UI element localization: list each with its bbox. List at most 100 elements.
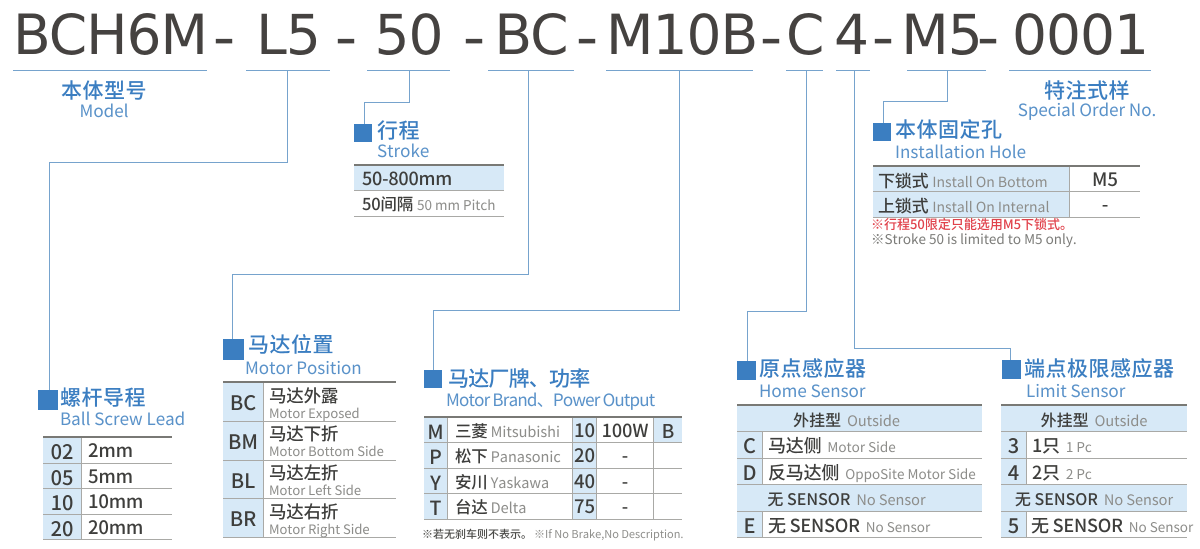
band-en: Outside [1094,409,1148,431]
code-underline-2 [367,70,450,71]
code-separator-6: - [977,0,999,64]
code-separator-text: - [976,0,1000,78]
motorpos-label-cjk: 马达位置 [248,329,334,359]
table-row: 05 5mm [43,462,172,490]
home-label-cjk: 原点感应器 [759,353,867,383]
code-segment-text: BC [494,3,568,67]
motorpos-code-cell: BL [223,460,264,499]
motorbrand-footnote-cn: ※若无刹车则不表示。 [422,526,532,542]
home-none-cjk: 无 SENSOR [768,511,860,538]
install-bottom-cjk: 下锁式 [878,166,929,192]
band-en: Outside [847,409,900,431]
connector-m5 [947,71,948,102]
limit-1pc-en: 1 Pc [1065,436,1092,457]
limit-2pc-en: 2 Pc [1065,462,1092,483]
code-underline-7 [907,70,986,71]
brand-code-cell: Y [424,469,448,494]
code-segment-text: C [786,3,824,67]
motorbrand-bullet-icon [424,370,442,388]
code-underline-4 [606,70,753,71]
home-opposite-side-code: D [737,458,763,485]
band-cjk: 外挂型 [1040,406,1089,431]
home-opposite-side-en: OppoSite Motor Side [845,462,976,483]
motorpos-desc-cjk: 马达下折 [269,421,339,447]
connector-l5 [49,162,288,163]
ballscrew-label-cjk: 螺杆导程 [60,382,146,412]
motorpos-desc-cell: 马达左折 Motor Left Side [264,461,396,499]
motorbrand-footnote-en: ※If No Brake,No Description. [534,526,684,542]
code-segment-4: M10B [606,7,758,63]
stroke-label-cjk: 行程 [377,114,420,145]
limit-label-en: Limit Sensor [1026,377,1126,402]
code-separator-4: - [760,0,782,64]
connector-m5 [883,101,884,124]
connector-bc [232,274,233,340]
band-en: No Sensor [856,489,926,511]
stroke-label-en: Stroke [377,136,430,162]
home-bullet-icon [737,361,756,380]
lead-value-cell: 5mm [88,462,133,489]
watt-cell: - [597,443,654,468]
limit-none-en: No Sensor [1128,515,1194,536]
lead-value-cell: 20mm [88,513,144,540]
install-label-en: Installation Hole [895,137,1027,163]
motorpos-desc-en: Motor Bottom Side [269,441,384,461]
connector-stroke [409,71,410,103]
table-row: BL 马达左折 Motor Left Side [223,460,396,500]
band-cjk: 无 SENSOR [1014,486,1098,511]
code-underline-3 [488,70,574,71]
brand-en: Mitsubishi [490,420,560,442]
connector-limit4 [1010,348,1011,361]
brake-cell [654,469,682,494]
code-separator-text: - [759,0,783,78]
motorpos-desc-cell: 马达右折 Motor Right Side [264,499,396,537]
connector-m10b [679,71,680,311]
code-separator-text: - [871,0,895,78]
install-internal-cjk: 上锁式 [878,192,929,218]
code-underline-8 [1009,70,1151,71]
motorpos-code-cell: BC [223,383,264,421]
code-segment-text: 0001 [1012,3,1149,67]
brand-cjk: 台达 [455,494,488,519]
power-code-cell: 20 [573,442,597,469]
connector-limit4 [854,71,855,349]
lead-value-cell: 10mm [88,488,144,515]
limit-2pc-code: 4 [1001,458,1027,485]
home-opposite-side-cjk: 反马达侧 [768,458,840,485]
install-internal-en: Install On Internal [932,197,1050,218]
brake-cell [654,494,682,519]
motor-position-table: BC 马达外露 Motor Exposed BM 马达下折 Motor Bott… [223,381,396,539]
connector-l5 [287,71,288,163]
pitch-en: 50 mm Pitch [417,194,496,215]
watt-cell: - [597,468,654,494]
ballscrew-bullet-icon [38,390,58,410]
install-note-en: ※Stroke 50 is limited to M5 only. [871,227,1077,248]
special-label-en: Special Order No. [1017,95,1157,121]
code-separator-text: - [212,0,236,78]
brand-code-cell: M [424,417,448,443]
motorbrand-footnote: ※若无刹车则不表示。※If No Brake,No Description. [422,524,683,541]
code-segment-text: BCH6M [13,3,208,67]
lead-code-cell: 02 [43,438,82,463]
connector-c [747,311,807,312]
table-row: BC 马达外露 Motor Exposed [223,383,396,422]
limit-2pc-cjk: 2只 [1032,458,1060,485]
connector-m10b [433,310,434,371]
